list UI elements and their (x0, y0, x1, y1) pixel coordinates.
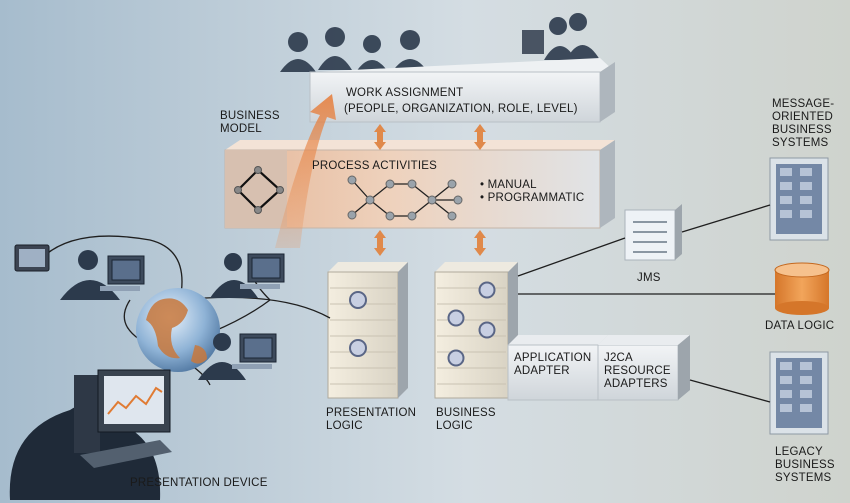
process-network-icon (347, 175, 463, 221)
process-bullet-programmatic: • PROGRAMMATIC (480, 192, 585, 204)
double-arrows (374, 124, 486, 256)
legacy-line1: LEGACY (775, 446, 823, 458)
work-assignment-title: WORK ASSIGNMENT (346, 87, 464, 99)
presentation-device-icon (9, 369, 172, 500)
j2ca-line2: RESOURCE (604, 365, 671, 377)
application-adapter-label: APPLICATION ADAPTER (514, 352, 591, 378)
people-group (280, 13, 600, 72)
jms-text: JMS (637, 272, 661, 284)
application-adapter-line2: ADAPTER (514, 365, 570, 377)
business-logic-line1: BUSINESS (436, 407, 496, 419)
mom-label: MESSAGE- ORIENTED BUSINESS SYSTEMS (772, 98, 834, 150)
jms-label: JMS (637, 272, 661, 285)
data-logic-label: DATA LOGIC (765, 320, 834, 333)
mom-line1: MESSAGE- (772, 98, 835, 110)
business-model-line2: MODEL (220, 123, 262, 135)
application-adapter-box (507, 335, 608, 401)
presentation-logic-line2: LOGIC (326, 420, 363, 432)
legacy-line3: SYSTEMS (775, 472, 832, 484)
mom-line4: SYSTEMS (772, 137, 829, 149)
process-activities-title: PROCESS ACTIVITIES (312, 160, 438, 172)
business-logic-label: BUSINESS LOGIC (436, 407, 496, 433)
business-logic-server (434, 262, 518, 399)
mom-line3: BUSINESS (772, 124, 832, 136)
work-assignment-detail: (PEOPLE, ORGANIZATION, ROLE, LEVEL) (344, 103, 578, 115)
mom-line2: ORIENTED (772, 111, 834, 123)
presentation-logic-line1: PRESENTATION (326, 407, 417, 419)
legacy-label: LEGACY BUSINESS SYSTEMS (775, 446, 835, 485)
database-icon (774, 262, 830, 315)
data-logic-text: DATA LOGIC (765, 320, 835, 332)
business-model-line1: BUSINESS (220, 110, 280, 122)
j2ca-line1: J2CA (604, 352, 633, 364)
message-oriented-server-icon (769, 157, 829, 241)
business-model-arrow (275, 94, 336, 248)
j2ca-adapter-box (597, 335, 690, 401)
presentation-logic-label: PRESENTATION LOGIC (326, 407, 416, 433)
jms-icon (624, 204, 682, 261)
business-model-diagram (234, 166, 284, 214)
application-adapter-line1: APPLICATION (514, 352, 592, 364)
j2ca-label: J2CA RESOURCE ADAPTERS (604, 352, 671, 391)
presentation-device-label: PRESENTATION DEVICE (130, 477, 268, 490)
process-activities-label: PROCESS ACTIVITIES (312, 160, 437, 173)
work-assignment-label: WORK ASSIGNMENT (PEOPLE, ORGANIZATION, R… (344, 87, 578, 116)
legacy-line2: BUSINESS (775, 459, 835, 471)
presentation-device-text: PRESENTATION DEVICE (130, 477, 268, 489)
business-logic-line2: LOGIC (436, 420, 473, 432)
pda-device-icon (14, 244, 50, 272)
process-bullet-manual: • MANUAL (480, 179, 537, 191)
legacy-server-icon (769, 351, 829, 435)
presentation-logic-server (327, 262, 408, 399)
client-workstations (60, 250, 285, 380)
process-bullets: • MANUAL • PROGRAMMATIC (480, 179, 584, 205)
j2ca-line3: ADAPTERS (604, 378, 668, 390)
work-assignment-box (309, 58, 615, 123)
globe-icon (136, 288, 220, 372)
business-model-label: BUSINESS MODEL (220, 110, 280, 136)
